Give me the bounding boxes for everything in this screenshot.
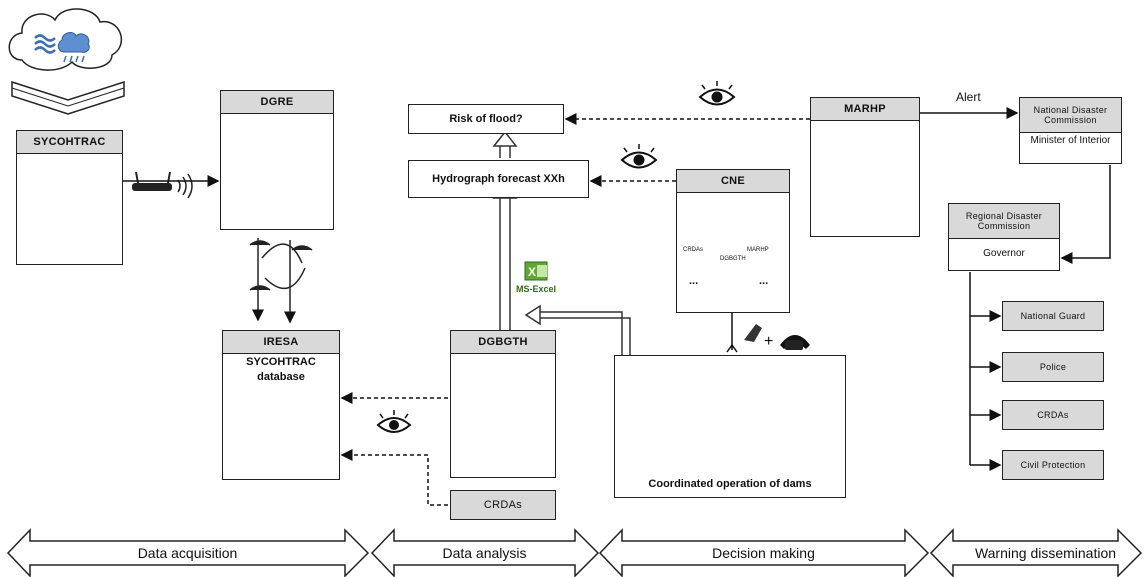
crdas-bottom-label: CRDAs [451, 491, 555, 519]
chevron-arrow [11, 80, 125, 115]
cloud-icon [8, 8, 123, 71]
national-commission-label: National Disaster Commission [1020, 98, 1121, 133]
dgre-box: DGRE [220, 90, 334, 230]
crdas-right-box: CRDAs [1002, 400, 1104, 430]
regional-commission-box: Regional Disaster Commission Governor [948, 203, 1060, 271]
crdas-bottom-box: CRDAs [450, 490, 556, 520]
coordinated-box: Coordinated operation of dams [614, 355, 846, 498]
dgbgth-box: DGBGTH [450, 330, 556, 478]
hydrograph-box: Hydrograph forecast XXh [408, 160, 589, 198]
eye-icon-middle [620, 144, 658, 169]
iresa-db-line1: SYCOHTRAC [246, 356, 316, 368]
cne-box: CNE CRDAs MARHP DGBGTH ... ... [676, 169, 790, 313]
cne-dgbgth-label: DGBGTH [720, 256, 746, 262]
civil-protection-box: Civil Protection [1002, 450, 1104, 480]
dish-icons [249, 238, 313, 324]
phase-arrows [6, 528, 1143, 577]
police-label: Police [1003, 353, 1103, 381]
coordinated-label: Coordinated operation of dams [648, 478, 812, 490]
marhp-box: MARHP [810, 97, 920, 237]
router-icon [132, 171, 193, 199]
svg-text:+: + [764, 333, 773, 350]
sycohtrac-label: SYCOHTRAC [17, 131, 122, 154]
phase-data-acquisition: Data acquisition [137, 545, 238, 561]
ms-excel-label: MS-Excel [516, 284, 557, 294]
cne-label: CNE [677, 170, 789, 193]
governor-label: Governor [983, 248, 1025, 259]
police-box: Police [1002, 352, 1104, 382]
excel-icon: X [524, 261, 548, 281]
cne-crdas-label: CRDAs [683, 247, 704, 253]
phase-warning-dissemination: Warning dissemination [974, 545, 1117, 561]
minister-label: Minister of Interior [1030, 135, 1111, 146]
dgbgth-label: DGBGTH [451, 331, 555, 354]
phase-data-analysis: Data analysis [442, 545, 527, 561]
marhp-label: MARHP [811, 98, 919, 121]
iresa-db-line2: database [257, 371, 305, 383]
hydrograph-label: Hydrograph forecast XXh [432, 173, 565, 185]
national-guard-label: National Guard [1003, 302, 1103, 330]
iresa-label: IRESA [223, 331, 339, 354]
eye-icon-top [698, 81, 736, 106]
cne-dots-right: ... [759, 275, 769, 287]
phone-icon: + [744, 324, 810, 350]
national-guard-box: National Guard [1002, 301, 1104, 331]
cne-marhp-label: MARHP [747, 247, 769, 253]
risk-label: Risk of flood? [449, 113, 523, 125]
sycohtrac-box: SYCOHTRAC [16, 130, 123, 265]
alert-label: Alert [956, 90, 981, 104]
crdas-right-label: CRDAs [1003, 401, 1103, 429]
civil-protection-label: Civil Protection [1003, 451, 1103, 479]
iresa-box: IRESA SYCOHTRAC database [222, 330, 340, 480]
svg-text:X: X [528, 265, 536, 279]
phase-decision-making: Decision making [712, 545, 815, 561]
risk-box: Risk of flood? [408, 104, 564, 134]
cne-dots-left: ... [689, 275, 699, 287]
regional-commission-label: Regional Disaster Commission [949, 204, 1059, 239]
eye-icon [376, 410, 412, 433]
dgre-label: DGRE [221, 91, 333, 114]
national-commission-box: National Disaster Commission Minister of… [1019, 97, 1122, 164]
